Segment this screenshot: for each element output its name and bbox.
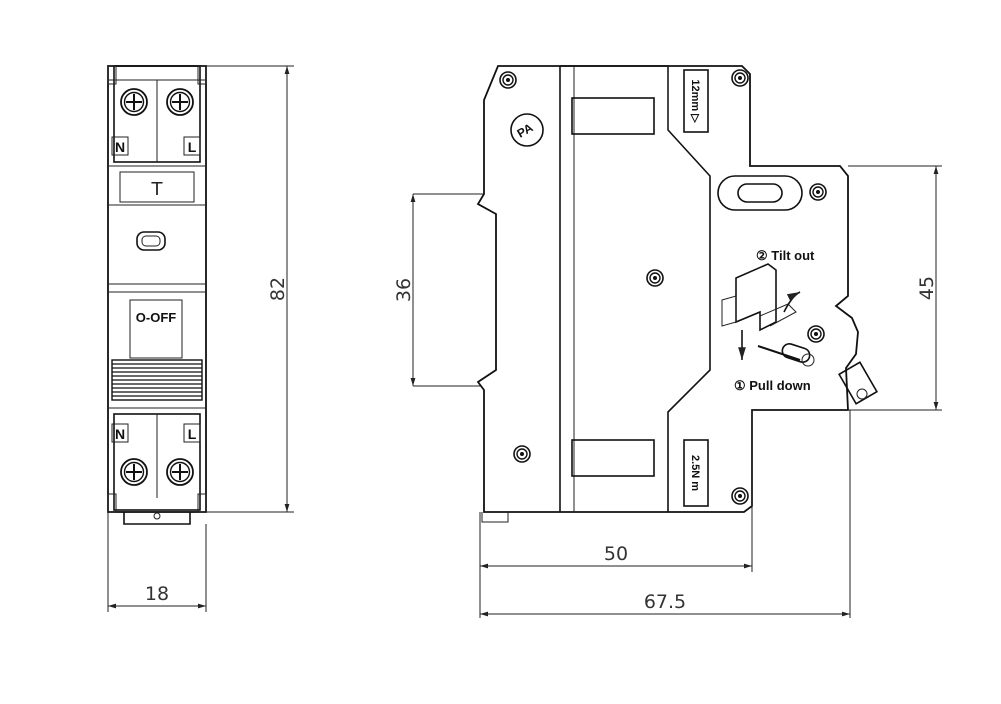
dimension-height-82: 82 xyxy=(206,65,294,513)
dimension-width-18: 18 xyxy=(107,512,207,612)
test-button-label: T xyxy=(151,179,164,200)
latch-illustration xyxy=(721,263,815,367)
dim-82-label: 82 xyxy=(267,277,289,301)
dim-67-5-label: 67.5 xyxy=(644,591,686,613)
dimension-rail-36: 36 xyxy=(393,194,416,386)
terminal-label-n-top: N xyxy=(115,139,125,155)
dim-45-label: 45 xyxy=(916,276,938,300)
dim-18-label: 18 xyxy=(145,583,169,605)
side-view: 12mm ▷ 2.5N m PA ② Tilt out ① Pull down xyxy=(412,65,878,523)
bottom-badge-text: 2.5N m xyxy=(689,455,701,491)
terminal-label-n-bottom: N xyxy=(115,426,125,442)
dim-36-label: 36 xyxy=(393,278,415,302)
terminal-label-l-bottom: L xyxy=(188,426,197,442)
top-terminal-block: N L xyxy=(107,65,207,163)
terminal-label-l-top: L xyxy=(188,139,197,155)
top-badge-text: 12mm ▷ xyxy=(689,79,701,123)
din-clip xyxy=(838,361,878,405)
pa-mark-text: PA xyxy=(515,120,536,140)
dim-50-label: 50 xyxy=(604,543,628,565)
front-view: N L T O-OFF xyxy=(107,65,207,525)
step-pull-down: ① Pull down xyxy=(734,378,811,393)
bottom-terminal-block: N L xyxy=(107,413,207,525)
dimension-depth-50: 50 xyxy=(479,410,753,618)
screw-icon xyxy=(166,88,194,116)
dimension-depth-67-5: 67.5 xyxy=(480,410,851,618)
test-button-section: T xyxy=(108,165,206,293)
toggle-switch: O-OFF xyxy=(108,299,206,409)
screw-icon xyxy=(120,458,148,486)
pa-mark: PA xyxy=(510,113,544,147)
step-tilt-out: ② Tilt out xyxy=(756,248,815,263)
screw-icon xyxy=(166,458,194,486)
dimension-height-45: 45 xyxy=(848,165,942,411)
breaker-body xyxy=(476,65,859,513)
screw-icon xyxy=(120,88,148,116)
switch-label: O-OFF xyxy=(136,310,176,325)
